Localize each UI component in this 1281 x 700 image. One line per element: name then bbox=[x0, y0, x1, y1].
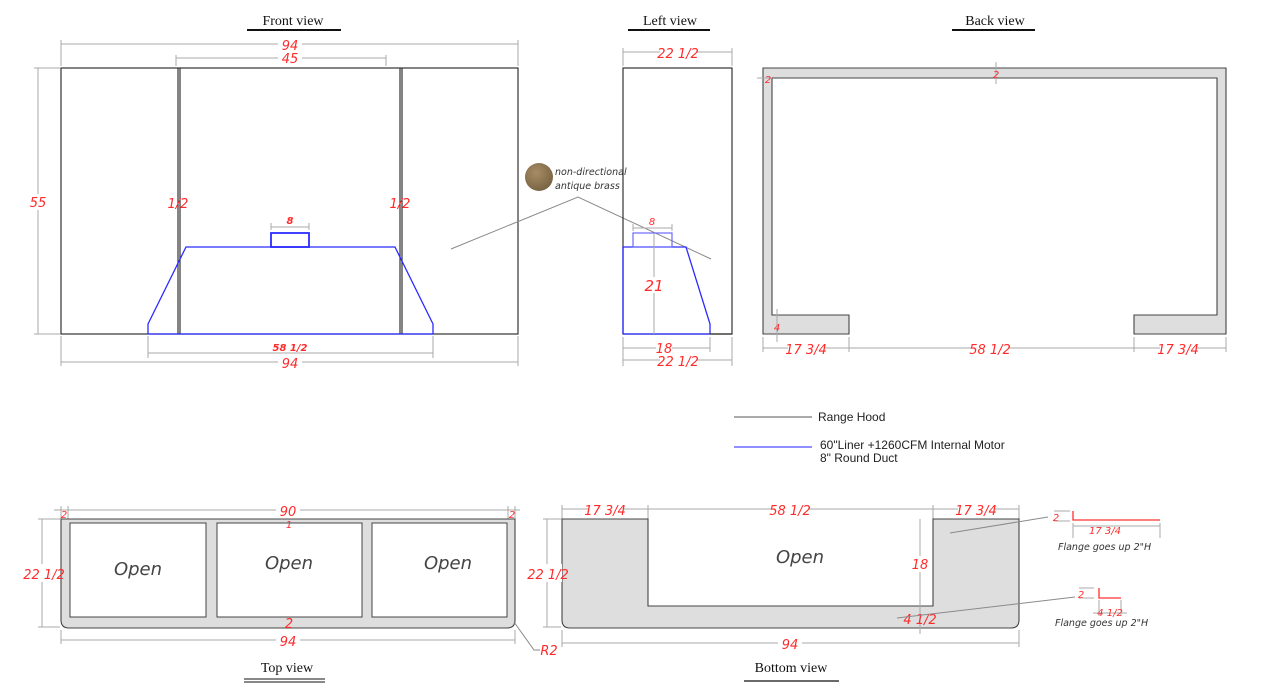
back-flange-height-label: 4 bbox=[774, 323, 780, 334]
svg-text:58 1/2: 58 1/2 bbox=[969, 343, 1011, 358]
back-panel-frame bbox=[762, 67, 1227, 335]
left-dim-depth-top: 22 1/2 bbox=[622, 45, 733, 66]
left-hood-outline bbox=[622, 67, 733, 335]
svg-text:2: 2 bbox=[61, 510, 67, 521]
svg-text:18: 18 bbox=[656, 342, 673, 357]
front-liner-outline: 8 bbox=[147, 216, 434, 335]
svg-text:antique brass: antique brass bbox=[555, 181, 620, 192]
front-dim-overall-bottom: 94 bbox=[60, 336, 519, 372]
left-view: Left view 22 1/2 8 21 18 bbox=[622, 14, 733, 370]
legend: Range Hood 60"Liner +1260CFM Internal Mo… bbox=[734, 410, 1005, 465]
left-dim-liner-depth: 18 bbox=[622, 337, 711, 366]
svg-text:22 1/2: 22 1/2 bbox=[657, 355, 699, 370]
svg-text:17 3/4: 17 3/4 bbox=[1157, 343, 1199, 358]
top-dim-overall: 94 bbox=[60, 630, 516, 650]
front-left-gap-label: 1/2 bbox=[168, 197, 189, 212]
bottom-view-title: Bottom view bbox=[755, 661, 829, 676]
flange-detail-1: 2 17 3/4 Flange goes up 2"H bbox=[1053, 510, 1161, 553]
svg-text:4 1/2: 4 1/2 bbox=[1097, 608, 1123, 619]
legend-liner-label: 60"Liner +1260CFM Internal Motor bbox=[820, 438, 1005, 452]
svg-text:55: 55 bbox=[30, 196, 47, 211]
back-side-thickness-label: 2 bbox=[765, 75, 771, 86]
bottom-opening-label: Open bbox=[776, 547, 824, 568]
svg-text:94: 94 bbox=[280, 635, 297, 650]
svg-text:1: 1 bbox=[286, 520, 292, 531]
brass-finish-swatch bbox=[525, 163, 553, 191]
back-dim-row: 17 3/4 58 1/2 17 3/4 bbox=[762, 337, 1227, 358]
top-view: 2 90 2 Open Open Open 1 2 22 1/2 94 R bbox=[23, 504, 558, 683]
left-liner-outline: 8 21 bbox=[622, 217, 711, 335]
svg-text:94: 94 bbox=[782, 638, 799, 653]
svg-text:non-directional: non-directional bbox=[555, 167, 627, 178]
svg-text:58 1/2: 58 1/2 bbox=[769, 504, 811, 519]
legend-duct-label: 8" Round Duct bbox=[820, 451, 898, 465]
front-duct-width-label: 8 bbox=[287, 216, 294, 227]
svg-text:17 3/4: 17 3/4 bbox=[1089, 526, 1121, 537]
corner-radius-label: R2 bbox=[540, 644, 557, 659]
bottom-dim-depth: 22 1/2 bbox=[527, 518, 569, 628]
top-view-title: Top view bbox=[261, 661, 314, 676]
svg-text:94: 94 bbox=[282, 357, 299, 372]
bottom-dim-overall: 94 bbox=[561, 630, 1020, 653]
front-dim-height: 55 bbox=[28, 67, 60, 335]
finish-note: non-directional antique brass bbox=[450, 163, 712, 260]
back-view-title: Back view bbox=[965, 14, 1025, 29]
bottom-panel-frame bbox=[561, 518, 1020, 629]
svg-text:94: 94 bbox=[282, 39, 299, 54]
back-view: Back view 2 2 4 17 3/4 58 1/2 17 3/4 bbox=[757, 14, 1227, 358]
svg-text:Flange goes up 2"H: Flange goes up 2"H bbox=[1055, 618, 1148, 629]
front-dim-overall-top: 94 bbox=[60, 38, 519, 66]
top-opening-2 bbox=[216, 522, 363, 618]
svg-text:2: 2 bbox=[1053, 513, 1059, 524]
svg-text:Open: Open bbox=[265, 553, 313, 574]
left-dim-depth-bottom: 22 1/2 bbox=[623, 337, 733, 370]
svg-text:17 3/4: 17 3/4 bbox=[955, 504, 997, 519]
svg-text:17 3/4: 17 3/4 bbox=[584, 504, 626, 519]
top-dim-depth: 22 1/2 bbox=[23, 518, 65, 628]
svg-text:Open: Open bbox=[424, 553, 472, 574]
svg-text:22 1/2: 22 1/2 bbox=[657, 47, 699, 62]
svg-text:8: 8 bbox=[649, 217, 655, 228]
top-opening-3 bbox=[371, 522, 508, 618]
front-hood-outline bbox=[60, 67, 519, 335]
top-dim-width-row: 2 90 2 bbox=[54, 504, 520, 521]
svg-text:Flange goes up 2"H: Flange goes up 2"H bbox=[1058, 542, 1151, 553]
left-duct-collar bbox=[632, 232, 673, 248]
svg-text:Open: Open bbox=[114, 559, 162, 580]
front-duct-collar bbox=[270, 232, 310, 248]
top-opening-1 bbox=[69, 522, 207, 618]
svg-text:2: 2 bbox=[509, 510, 515, 521]
bottom-dim-opening-depth: 18 bbox=[910, 519, 930, 634]
svg-text:45: 45 bbox=[282, 52, 299, 67]
left-liner-height-label: 21 bbox=[644, 277, 663, 295]
flange-detail-2: 2 4 1/2 Flange goes up 2"H bbox=[1055, 587, 1148, 629]
front-right-gap-label: 1/2 bbox=[390, 197, 411, 212]
bottom-dim-width-row: 17 3/4 58 1/2 17 3/4 bbox=[561, 502, 1020, 519]
svg-text:17 3/4: 17 3/4 bbox=[785, 343, 827, 358]
back-top-thickness-label: 2 bbox=[993, 70, 999, 81]
svg-text:22 1/2: 22 1/2 bbox=[23, 568, 65, 583]
front-view: Front view 94 45 55 1/ bbox=[28, 14, 519, 372]
top-front-edge-label: 2 bbox=[285, 617, 293, 632]
svg-text:58 1/2: 58 1/2 bbox=[273, 343, 308, 354]
svg-text:18: 18 bbox=[912, 558, 929, 573]
legend-range-hood-label: Range Hood bbox=[818, 410, 885, 424]
front-dim-liner-width: 58 1/2 bbox=[147, 336, 434, 358]
finish-leader-line bbox=[450, 196, 712, 260]
svg-text:2: 2 bbox=[1078, 590, 1084, 601]
bottom-view: 17 3/4 58 1/2 17 3/4 Open 22 1/2 18 4 1/… bbox=[527, 502, 1076, 682]
front-view-title: Front view bbox=[262, 14, 324, 29]
svg-text:22 1/2: 22 1/2 bbox=[527, 568, 569, 583]
front-dim-center-width: 45 bbox=[175, 52, 387, 67]
svg-text:90: 90 bbox=[280, 505, 297, 520]
left-view-title: Left view bbox=[643, 14, 698, 29]
